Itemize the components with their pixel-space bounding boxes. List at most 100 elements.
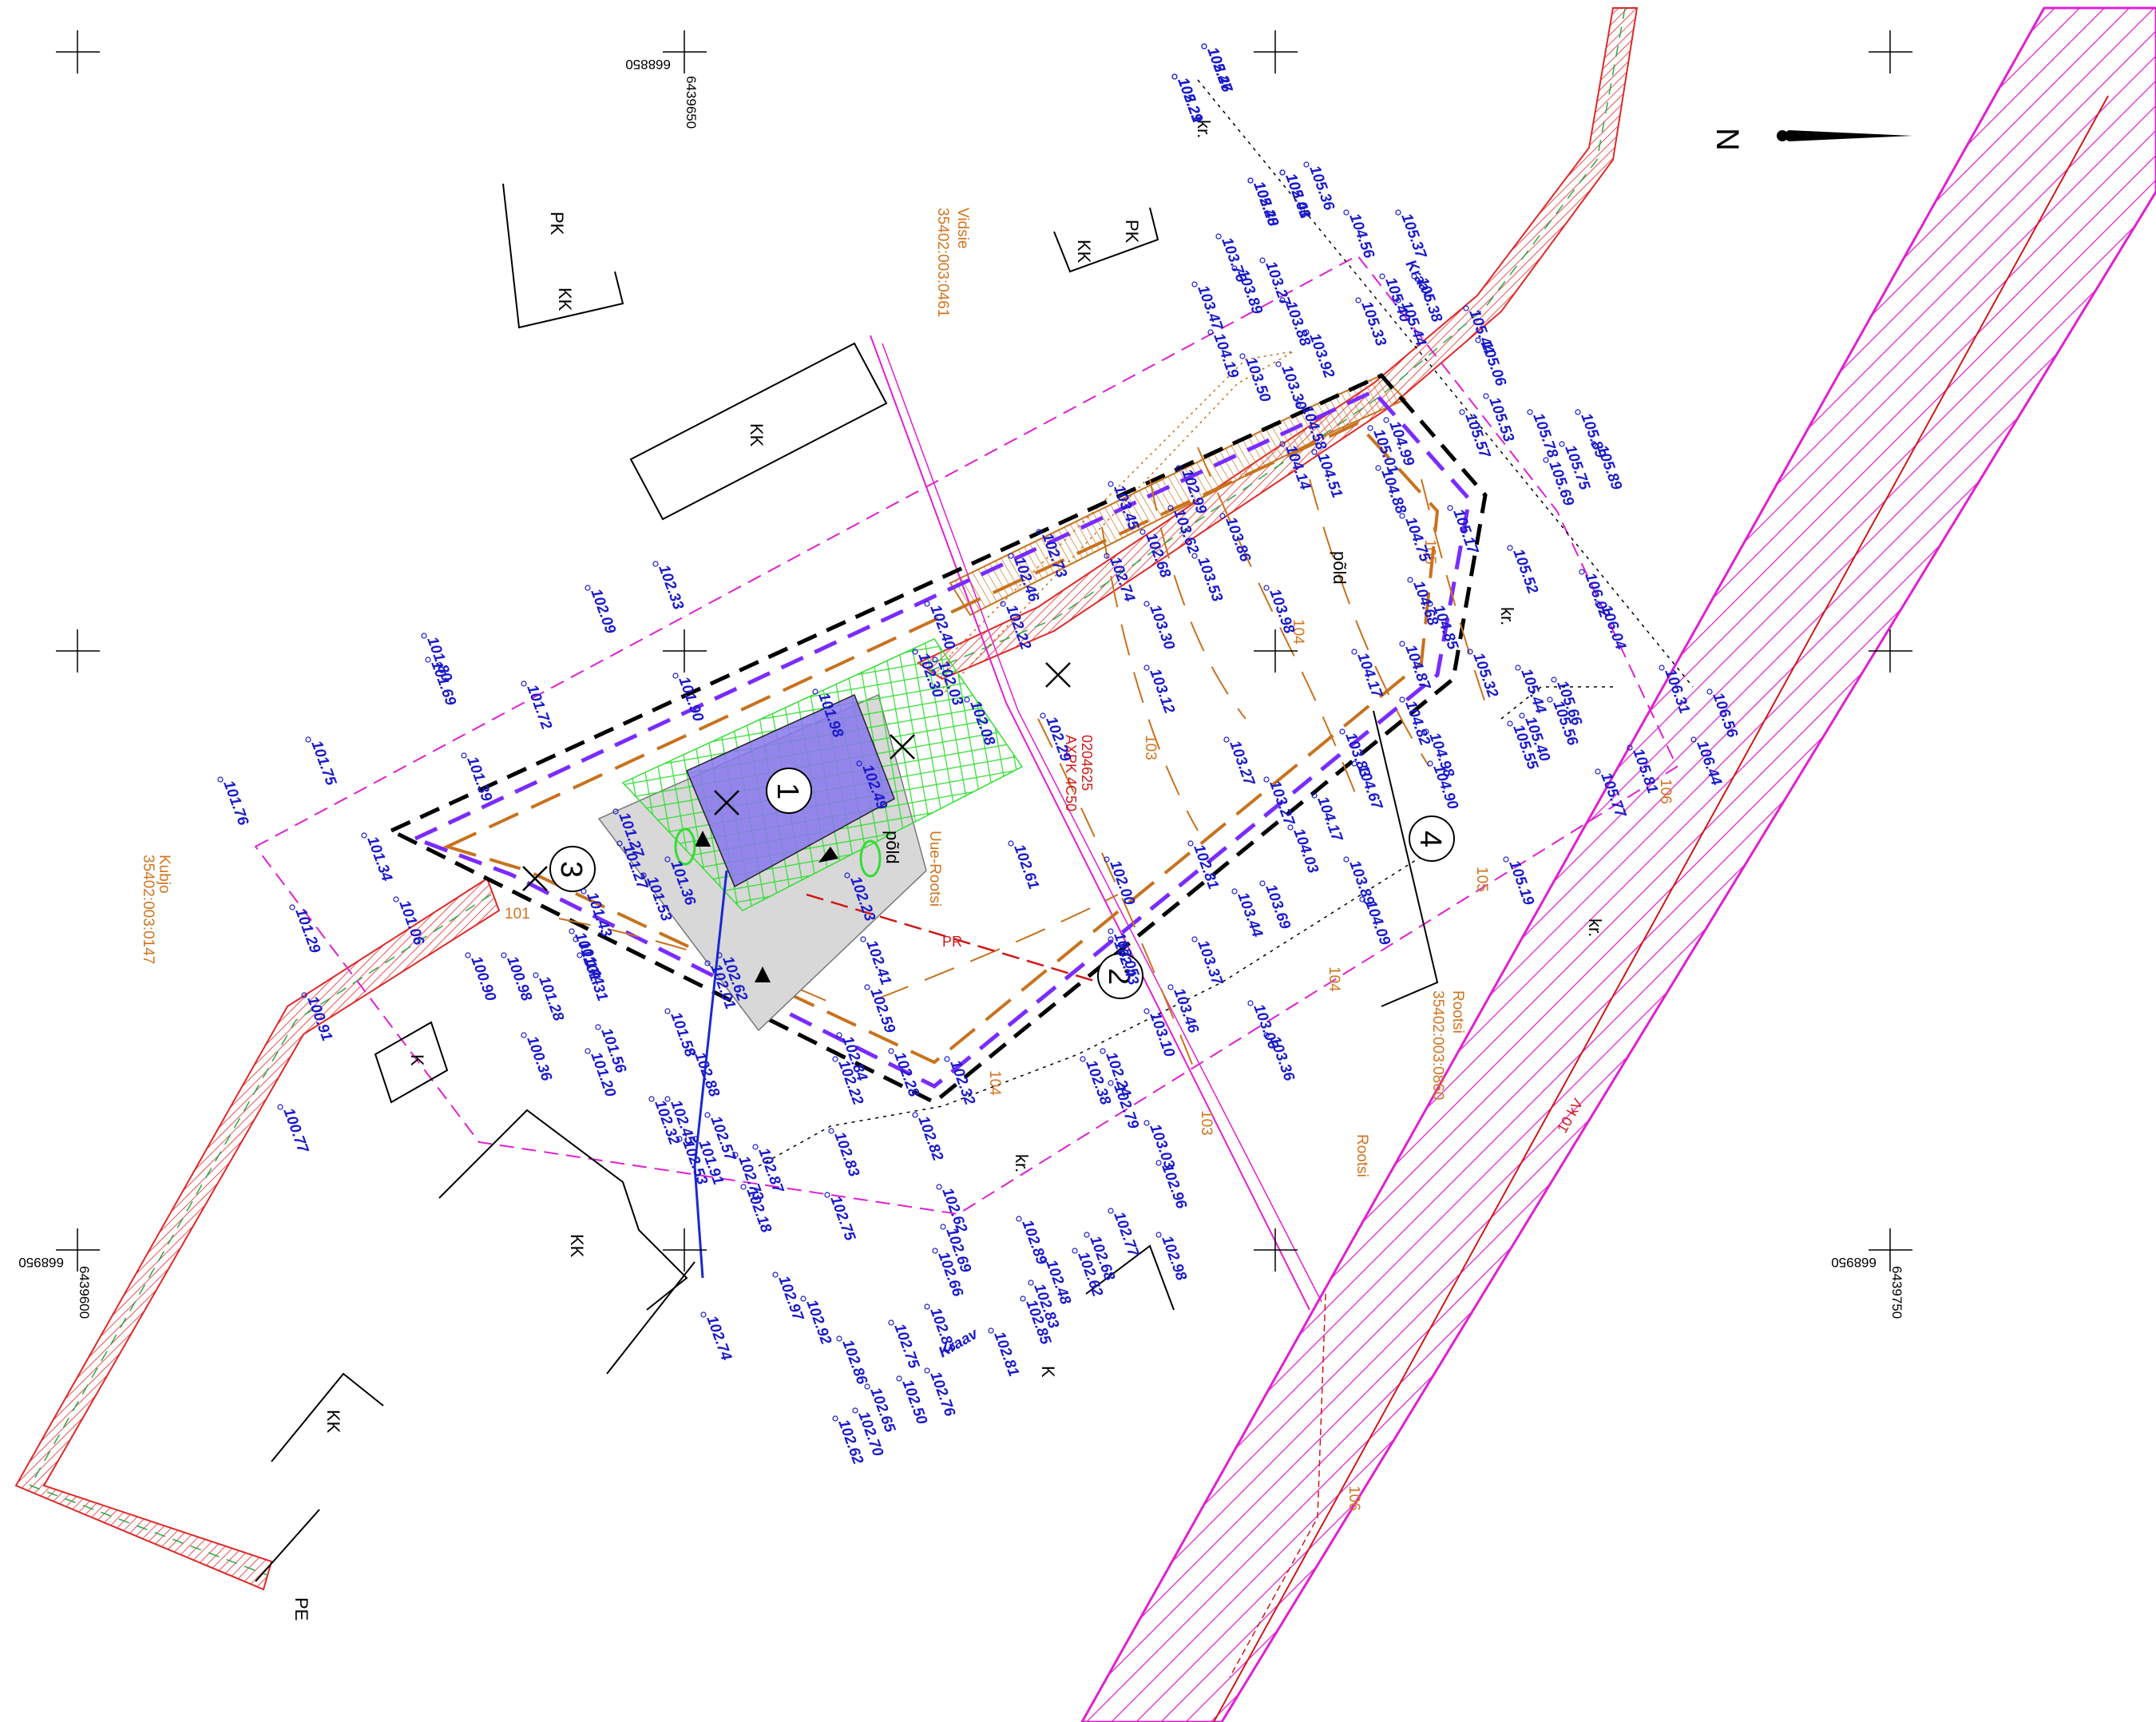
- spot-height: 104.09: [1361, 899, 1393, 948]
- spot-height: 104.17: [1314, 795, 1346, 845]
- spot-height-point: [832, 1056, 838, 1062]
- spot-height-point: [595, 1024, 601, 1030]
- spot-height-point: [1507, 545, 1513, 551]
- spot-height-point: [1143, 601, 1150, 607]
- spot-height-point: [704, 1112, 711, 1118]
- spot-height: 102.50: [898, 1378, 930, 1427]
- cadastral-boundary-main: [254, 254, 1678, 1216]
- spot-height: 102.18: [743, 1186, 775, 1236]
- spot-height: 102.77: [1110, 1210, 1142, 1260]
- spot-height-point: [1595, 601, 1601, 607]
- spot-height-point: [1411, 273, 1417, 280]
- spot-height-point: [1351, 760, 1357, 767]
- spot-height-point: [1191, 936, 1198, 942]
- spot-height: 102.81: [1190, 843, 1222, 892]
- spot-height-point: [1427, 601, 1433, 607]
- spot-height-point: [1311, 449, 1318, 455]
- spot-height-point: [569, 928, 575, 934]
- spot-height: 103.89: [1234, 268, 1266, 317]
- spot-height-point: [1175, 465, 1182, 471]
- spot-height: 103.92: [1306, 331, 1338, 381]
- spot-height: 102.32: [946, 1058, 978, 1108]
- spot-height-point: [1399, 696, 1405, 703]
- spot-height-point: [1008, 553, 1014, 559]
- spot-height-point: [860, 936, 866, 942]
- spot-height-point: [1100, 1048, 1106, 1054]
- spot-height-point: [1399, 513, 1405, 519]
- spot-height-point: [1207, 329, 1214, 335]
- svg-text:2: 2: [1102, 968, 1135, 985]
- spot-height: 104.03: [1290, 827, 1322, 876]
- spot-height-point: [732, 1152, 739, 1158]
- svg-text:põld: põld: [882, 831, 902, 864]
- spot-height-point: [888, 1319, 894, 1326]
- spot-height: 104.67: [1353, 763, 1385, 813]
- spot-height-point: [936, 1184, 942, 1190]
- spot-height: 103.27: [1266, 779, 1298, 829]
- spot-height: 101.76: [220, 779, 252, 828]
- spot-height-point: [1259, 257, 1266, 264]
- spot-height-point: [1080, 1056, 1086, 1062]
- spot-height-point: [664, 1096, 671, 1102]
- spot-height-point: [1395, 209, 1401, 216]
- spot-height: 103.27: [1226, 739, 1258, 789]
- spot-height-point: [856, 760, 862, 767]
- spot-height: 103.50: [1242, 355, 1274, 405]
- spot-height-point: [740, 1184, 747, 1190]
- spot-height-point: [425, 657, 431, 663]
- spot-height-point: [1519, 712, 1525, 719]
- ditch-line: [1197, 79, 1694, 688]
- spot-height-point: [1399, 641, 1405, 647]
- spot-height: 102.09: [587, 587, 619, 637]
- spot-height-point: [1367, 425, 1373, 431]
- spot-height-point: [1143, 1120, 1150, 1126]
- road-west: [14, 877, 501, 1591]
- marker-3: 3: [549, 846, 596, 892]
- spot-height-point: [672, 673, 679, 679]
- spot-height: 102.08: [1282, 172, 1314, 221]
- spot-height: 105.37: [1397, 212, 1429, 262]
- spot-height: 105.78: [1529, 411, 1561, 461]
- spot-height-point: [1659, 665, 1665, 671]
- spot-height-point: [1279, 441, 1286, 447]
- marker-4: 4: [1409, 815, 1455, 862]
- construction-limit: [410, 388, 1472, 1089]
- spot-height: 102.00: [1106, 859, 1138, 908]
- spot-height-point: [1231, 888, 1238, 895]
- spot-height: 102.83: [830, 1130, 862, 1180]
- spot-height-point: [1427, 760, 1433, 767]
- spot-height-point: [648, 1096, 655, 1102]
- spot-height-point: [1263, 776, 1270, 783]
- survey-note-line-1: 0204625: [1079, 735, 1095, 791]
- spot-height: 100.77: [279, 1106, 311, 1157]
- spot-height-point: [824, 1192, 830, 1198]
- spot-height: 102.74: [703, 1314, 735, 1363]
- spot-height: 100.36: [523, 1034, 555, 1084]
- spot-height-point: [1191, 281, 1198, 288]
- spot-height: 105.17: [1449, 507, 1481, 557]
- svg-text:kr.: kr.: [1497, 607, 1517, 625]
- spot-height-point: [912, 649, 918, 655]
- spot-height-point: [1355, 297, 1361, 304]
- spot-height-point: [1239, 353, 1246, 359]
- svg-text:4: 4: [1413, 831, 1447, 847]
- ditch-line-3: [758, 846, 1438, 1167]
- spot-height-point: [652, 561, 659, 567]
- spot-height-point: [1219, 513, 1226, 519]
- site-boundary: [386, 372, 1488, 1105]
- spot-height-point: [1104, 553, 1110, 559]
- spot-height-point: [1279, 169, 1286, 176]
- spot-height: 105.52: [1509, 547, 1541, 597]
- spot-height-point: [1459, 409, 1465, 415]
- spot-height-point: [1475, 337, 1481, 343]
- spot-height-point: [1359, 896, 1365, 903]
- spot-height-point: [1072, 1248, 1078, 1254]
- spot-height: 103.30: [1278, 363, 1310, 413]
- spot-height-point: [1247, 1000, 1254, 1006]
- spot-height-point: [1108, 481, 1114, 487]
- spot-height: 102.92: [803, 1298, 834, 1347]
- spot-height-point: [616, 840, 623, 847]
- parcel-rootsi-code: 35402:003:0860: [1429, 990, 1446, 1100]
- spot-height-point: [277, 1104, 283, 1110]
- spot-height-point: [1139, 529, 1146, 535]
